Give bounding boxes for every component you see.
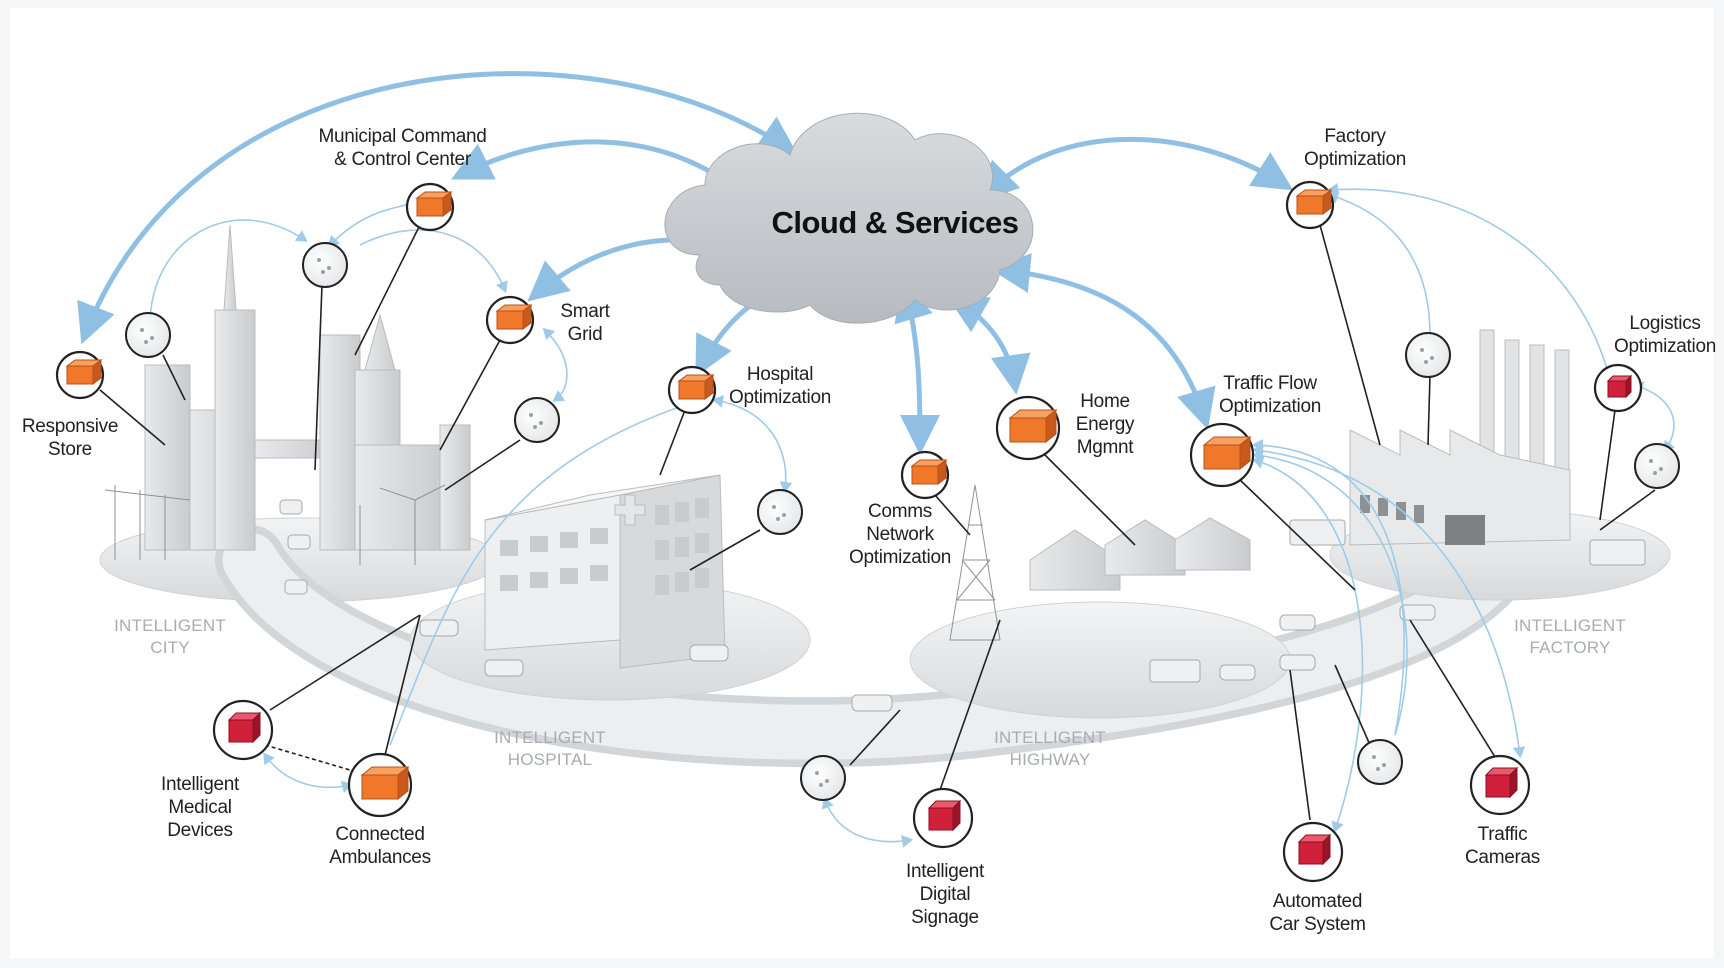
cloud-shape [664,112,1034,324]
red-node-cubes [227,374,1633,866]
label-factory-optimization: Factory Optimization [1304,126,1406,170]
city-buildings [104,224,471,565]
hospital-building [484,474,726,669]
highway-structures [949,484,1001,641]
leader-lines [99,224,1656,821]
label-digital-signage: Intelligent Digital Signage [905,861,985,928]
local-connections [149,183,1675,848]
label-home-energy: Home Energy Mgmnt [1075,391,1135,458]
label-smart-grid: Smart Grid [560,301,610,345]
label-hospital-optimization: Hospital Optimization [729,364,831,408]
houses [1029,517,1251,591]
label-logistics-optimization: Logistics Optimization [1614,313,1716,357]
label-responsive-store: Responsive Store [21,416,119,460]
zone-label-city: INTELLIGENT CITY [114,616,226,657]
label-traffic-cameras: Traffic Cameras [1465,824,1540,868]
label-traffic-flow: Traffic Flow Optimization [1219,373,1321,417]
zone-label-hospital: INTELLIGENT HOSPITAL [494,728,606,769]
zone-label-highway: INTELLIGENT HIGHWAY [994,728,1106,769]
label-automated-car: Automated Car System [1269,891,1366,935]
label-comms-network: Comms Network Optimization [849,501,951,568]
label-municipal-command: Municipal Command & Control Center [318,126,487,170]
cloud-services-title: Cloud & Services [771,205,1019,240]
zone-label-factory: INTELLIGENT FACTORY [1514,616,1626,657]
sensor-chips [125,242,1680,801]
label-connected-ambulances: Connected Ambulances [329,824,431,868]
label-medical-devices: Intelligent Medical Devices [160,774,240,841]
orange-node-cubes [65,189,1333,801]
sensor-chip-dots [140,258,1663,787]
